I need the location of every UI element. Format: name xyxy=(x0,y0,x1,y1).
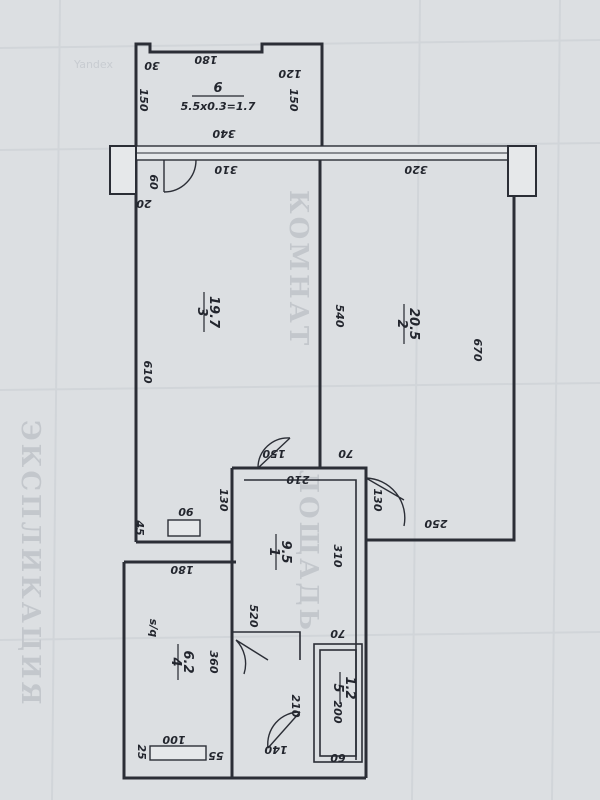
corner-post-left xyxy=(109,145,137,195)
room-2-number: 2 xyxy=(394,319,409,328)
dim-bath-door-width: 140 xyxy=(264,743,287,756)
dim-room2-bottom: 250 xyxy=(424,517,447,530)
dim-hall-left: 130 xyxy=(217,489,230,512)
dim-bath-offset: 70 xyxy=(330,627,346,640)
watermark-left: ЭКСПЛИКАЦИЯ xyxy=(15,420,45,708)
bath-partition xyxy=(232,631,301,660)
balcony-wall xyxy=(134,42,324,146)
door-bath xyxy=(267,711,301,749)
dim-room3-door: 60 xyxy=(147,174,160,190)
dim-room4-corner: 25 xyxy=(135,744,148,760)
dim-room3-left: 610 xyxy=(141,361,154,384)
dim-hall-width: 310 xyxy=(331,545,344,568)
dim-balcony-corner: 30 xyxy=(144,59,160,72)
room-2-area: 20.5 xyxy=(406,308,421,340)
dim-balcony-bottom: 340 xyxy=(212,127,235,140)
dim-hall-top: 210 xyxy=(286,473,309,486)
dim-room2-right: 670 xyxy=(471,339,484,362)
dim-window-offset: 45 xyxy=(133,519,146,536)
dim-balcony-left: 150 xyxy=(137,89,150,112)
watermark-center: КОМНАТ xyxy=(283,190,313,348)
room-5-area: 1.2 xyxy=(342,676,357,699)
room-3-number: 3 xyxy=(194,307,209,316)
door-room2-hall xyxy=(365,477,406,527)
dim-bath-wall: 520 xyxy=(247,605,260,628)
room-6-number: 6 xyxy=(213,81,222,96)
bath-box xyxy=(313,643,363,763)
room-6-area: 5.5x0.3=1.7 xyxy=(181,100,256,113)
door-room3-hall xyxy=(257,437,291,469)
watermark-lower: ЛОЩАДЬ xyxy=(293,470,323,633)
dim-balcony-notch: 120 xyxy=(278,67,301,80)
room-4-number: 4 xyxy=(168,656,183,666)
hall-right-wall xyxy=(232,466,368,778)
dim-hall-door: 150 xyxy=(262,447,285,460)
window-niche-room4 xyxy=(149,745,207,761)
dim-balcony-right: 150 xyxy=(287,89,300,112)
dim-bath-size: 200 xyxy=(331,701,344,724)
dim-room4-gap: 55 xyxy=(208,749,224,762)
dim-window-niche: 90 xyxy=(178,505,194,518)
corner-post-right xyxy=(507,145,537,197)
dim-balcony-top: 180 xyxy=(194,53,217,66)
dim-hall-step: 70 xyxy=(338,447,354,460)
window-niche-room3 xyxy=(167,519,201,537)
dim-room3-corner: 20 xyxy=(136,197,152,210)
room-1-number: 1 xyxy=(266,547,281,556)
dim-bath-door: 210 xyxy=(289,695,302,718)
dim-hall-door-right: 130 xyxy=(371,489,384,512)
room4-outer-wall xyxy=(122,562,366,780)
dim-room3-partition: 540 xyxy=(333,305,346,328)
dim-room2-top: 320 xyxy=(404,163,427,176)
dim-room4-niche: 100 xyxy=(162,733,185,746)
room-4-area: 6.2 xyxy=(180,650,195,673)
watermark-corner: Yandex xyxy=(73,58,113,71)
room-1-area: 9.5 xyxy=(278,540,293,563)
dim-room4-length: 360 xyxy=(207,651,220,674)
dim-room4-top: 180 xyxy=(170,563,193,576)
room-4-type-label: s/q xyxy=(147,619,160,638)
room-5-number: 5 xyxy=(330,683,345,692)
door-room4-hall xyxy=(235,639,269,675)
door-room3-balcony xyxy=(163,159,197,193)
dim-bath-bottom: 60 xyxy=(330,751,346,764)
dim-room3-top: 310 xyxy=(214,163,237,176)
bath-box-inner xyxy=(319,649,357,757)
room-3-area: 19.7 xyxy=(206,296,221,329)
